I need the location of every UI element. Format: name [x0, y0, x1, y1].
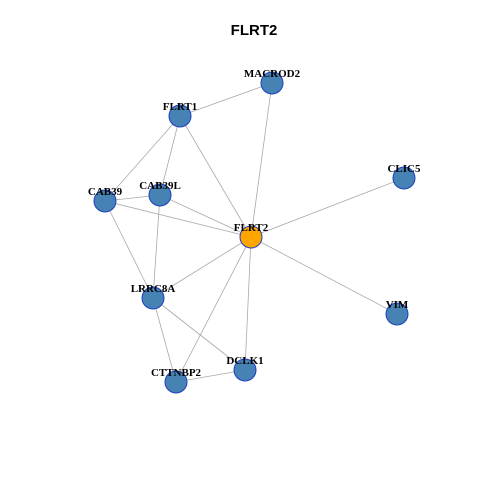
node-cab39[interactable]	[93, 189, 117, 213]
edge-flrt2-vim	[250, 236, 398, 315]
edge-macrod2-flrt2	[250, 82, 273, 238]
edge-flrt1-flrt2	[179, 115, 252, 238]
edge-flrt1-macrod2	[179, 82, 273, 117]
node-macrod2[interactable]	[260, 71, 284, 95]
node-label-macrod2: MACROD2	[244, 68, 301, 80]
node-label-cttnbp2: CTTNBP2	[151, 367, 202, 379]
node-flrt1[interactable]	[168, 104, 192, 128]
node-cab39l[interactable]	[148, 183, 172, 207]
node-label-dclk1: DCLK1	[226, 355, 263, 367]
node-label-cab39l: CAB39L	[139, 180, 181, 192]
node-layer	[93, 71, 416, 394]
edge-clic5-flrt2	[250, 177, 405, 238]
edge-flrt2-cttnbp2	[175, 236, 252, 383]
edge-cab39l-lrrc8a	[152, 194, 161, 299]
node-vim[interactable]	[385, 302, 409, 326]
node-label-cab39: CAB39	[88, 186, 123, 198]
node-clic5[interactable]	[392, 166, 416, 190]
node-flrt2[interactable]	[239, 225, 263, 249]
node-label-lrrc8a: LRRC8A	[131, 283, 176, 295]
edge-cab39-flrt2	[104, 200, 252, 238]
node-label-flrt2: FLRT2	[234, 222, 269, 234]
diagram-title: FLRT2	[231, 22, 278, 39]
node-dclk1[interactable]	[233, 358, 257, 382]
edge-cab39l-flrt2	[159, 194, 252, 238]
node-label-vim: VIM	[386, 299, 409, 311]
node-label-clic5: CLIC5	[387, 163, 421, 175]
edge-flrt1-cab39	[104, 115, 181, 202]
edge-flrt2-lrrc8a	[152, 236, 252, 299]
node-lrrc8a[interactable]	[141, 286, 165, 310]
edge-cab39-lrrc8a	[104, 200, 154, 299]
edge-lrrc8a-dclk1	[152, 297, 246, 371]
node-cttnbp2[interactable]	[164, 370, 188, 394]
edge-cttnbp2-dclk1	[175, 369, 246, 383]
node-label-flrt1: FLRT1	[163, 101, 197, 113]
edge-lrrc8a-cttnbp2	[152, 297, 177, 383]
edge-flrt2-dclk1	[244, 236, 252, 371]
edge-flrt1-cab39l	[159, 115, 181, 196]
